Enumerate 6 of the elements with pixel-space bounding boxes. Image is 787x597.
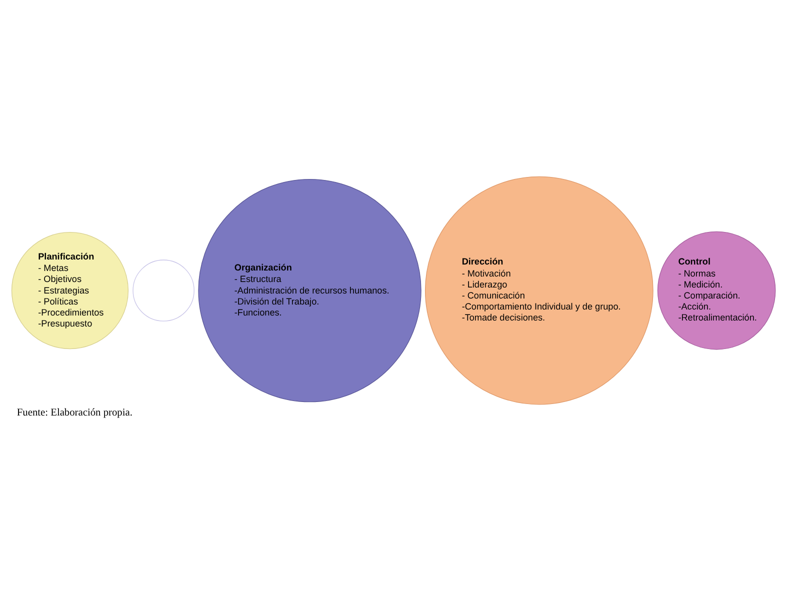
node-circle: Organización - Estructura -Administración de recursos humanos. -División del Trabajo. -Funciones. — [198, 178, 422, 402]
node-circle: Control - Normas - Medición. - Comparación. -Acción. -Retroalimentación. — [657, 230, 776, 350]
node-circle — [132, 259, 194, 321]
caption: Fuente: Elaboración propia. — [16, 406, 132, 418]
node-circle: Planificación - Metas - Objetivos - Estrategias - Políticas -Procedimientos -Presupuesto — [11, 232, 129, 349]
node-circle: Dirección - Motivación - Liderazgo - Comunicación -Comportamiento Individual y de grupo. -Tomade decisiones. — [424, 176, 654, 404]
